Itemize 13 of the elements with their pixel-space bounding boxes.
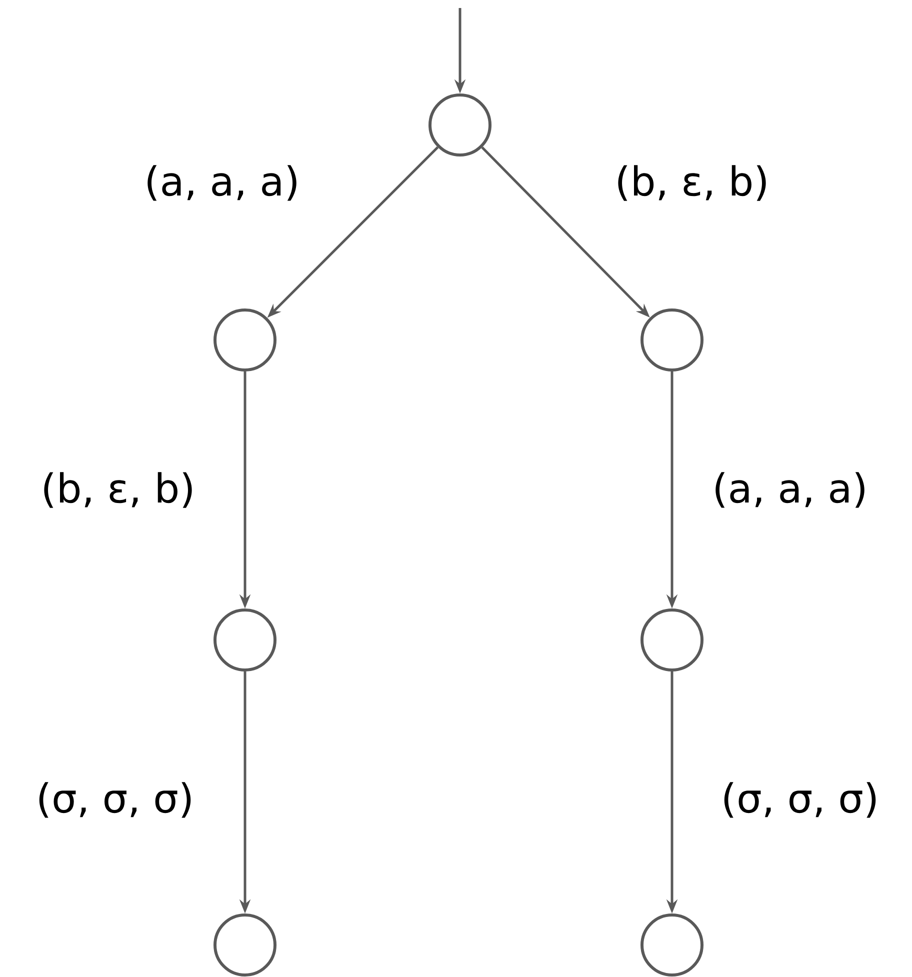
state-circle	[214, 608, 276, 672]
edge-label: (a, a, a)	[148, 165, 296, 201]
edge-label: (σ, σ, σ)	[39, 782, 191, 818]
state-circle	[640, 308, 704, 372]
edge-label: (b, ε, b)	[44, 472, 192, 508]
edge-label: (σ, σ, σ)	[724, 782, 876, 818]
state-circle	[640, 914, 704, 976]
state-circle	[214, 308, 276, 372]
state-circle	[640, 608, 704, 672]
edge-label: (b, ε, b)	[618, 165, 766, 201]
state-circle	[214, 914, 276, 976]
edge-label: (a, a, a)	[716, 472, 864, 508]
state-circle	[428, 94, 492, 156]
